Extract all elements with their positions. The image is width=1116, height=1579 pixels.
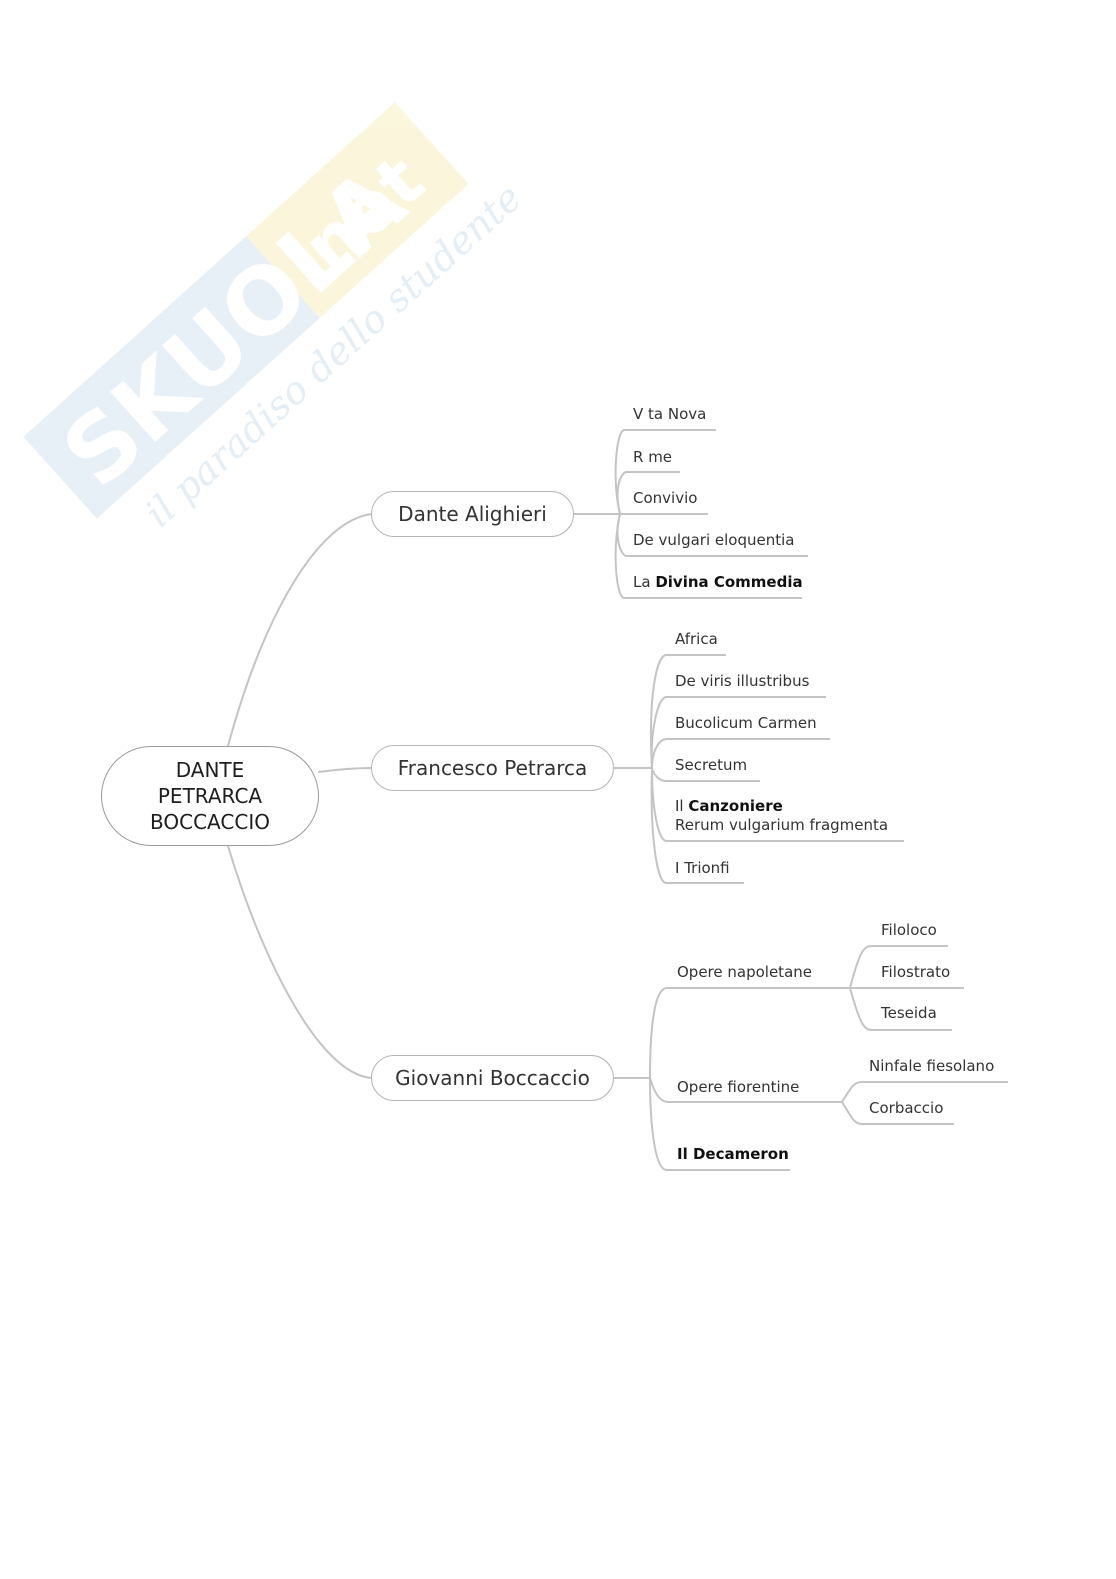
root-node: DANTE PETRARCA BOCCACCIO [101,746,319,846]
work-vita-nova: V ta Nova [633,405,707,423]
connector-root-petrarca [317,767,373,773]
work-secretum: Secretum [675,756,748,774]
work-canzoniere: Il Canzoniere Rerum vulgarium fragmenta [675,797,889,834]
work-filoloco: Filoloco [881,921,937,939]
work-i-trionfi: I Trionfi [675,859,730,877]
watermark-logo: SKUOLA .net il paradiso dello studente [23,102,520,536]
work-filostrato: Filostrato [881,963,951,981]
work-africa: Africa [675,630,718,648]
work-ninfale-fiesolano: Ninfale fiesolano [869,1057,995,1075]
work-de-viris-illustribus: De viris illustribus [675,672,810,690]
work-teseida: Teseida [881,1004,937,1022]
author-node-boccaccio: Giovanni Boccaccio [371,1055,614,1101]
author-node-dante: Dante Alighieri [371,491,574,537]
work-corbaccio: Corbaccio [869,1099,944,1117]
work-decameron: Il Decameron [677,1145,789,1163]
connector-root-boccaccio [227,845,373,1079]
connector-root-dante [227,513,373,747]
root-line-petrarca: PETRARCA [157,784,263,808]
work-de-vulgari-eloquentia: De vulgari eloquentia [633,531,795,549]
author-node-petrarca: Francesco Petrarca [371,745,614,791]
group-opere-fiorentine: Opere fiorentine [677,1078,800,1096]
work-bucolicum-carmen: Bucolicum Carmen [675,714,817,732]
group-opere-napoletane: Opere napoletane [677,963,812,981]
work-convivio: Convivio [633,489,698,507]
root-line-dante: DANTE [175,758,245,782]
root-line-boccaccio: BOCCACCIO [150,810,270,834]
work-rime: R me [633,448,673,466]
work-divina-commedia: La Divina Commedia [633,573,803,591]
